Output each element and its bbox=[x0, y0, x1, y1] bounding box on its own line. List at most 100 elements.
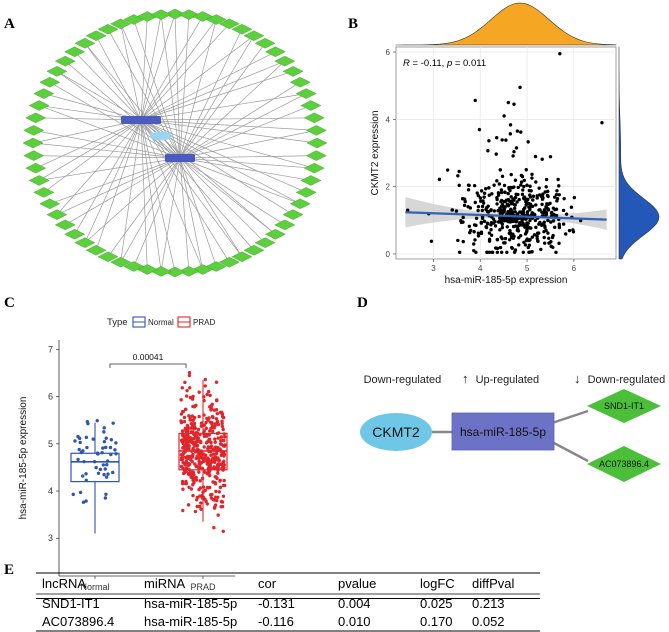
box-point bbox=[104, 436, 108, 440]
x-tick-label: 5 bbox=[525, 264, 530, 273]
box-point bbox=[198, 449, 202, 454]
scatter-point bbox=[572, 195, 577, 200]
network-outer-node bbox=[28, 100, 50, 111]
scatter-point bbox=[437, 177, 442, 182]
scatter-point bbox=[522, 178, 527, 183]
x-tick-label: 3 bbox=[431, 264, 436, 273]
scatter-point bbox=[525, 183, 529, 187]
annotation-p-label: p bbox=[446, 58, 452, 69]
box-point bbox=[207, 471, 211, 476]
box-point bbox=[205, 392, 209, 397]
network-outer-node bbox=[22, 137, 44, 149]
box-point bbox=[191, 473, 195, 477]
scatter-point bbox=[474, 250, 478, 254]
scatter-point bbox=[524, 238, 529, 243]
scatter-point bbox=[499, 219, 504, 224]
scatter-point bbox=[534, 225, 538, 230]
box-point bbox=[221, 438, 226, 442]
scatter-point bbox=[546, 189, 550, 194]
scatter-point bbox=[547, 236, 551, 240]
network-outer-node bbox=[274, 219, 296, 231]
scatter-point bbox=[524, 203, 528, 207]
box-point bbox=[197, 456, 201, 460]
panel-label-c: C bbox=[4, 295, 15, 311]
box-point bbox=[206, 468, 211, 473]
scatter-point bbox=[521, 207, 526, 212]
scatter-point bbox=[473, 98, 477, 103]
scatter-point bbox=[512, 234, 516, 239]
box-point bbox=[194, 498, 199, 502]
scatter-point bbox=[540, 157, 544, 161]
box-point bbox=[187, 471, 191, 476]
down-arrow-icon: ↓ bbox=[574, 371, 581, 386]
scatter-point bbox=[497, 182, 502, 186]
scatter-point bbox=[509, 172, 513, 177]
scatter-point bbox=[498, 208, 503, 212]
scatter-point bbox=[528, 250, 532, 254]
box-point bbox=[181, 452, 185, 457]
box-point bbox=[208, 446, 212, 450]
box-point bbox=[179, 398, 183, 402]
box-point bbox=[191, 446, 195, 451]
network-edge bbox=[140, 119, 317, 131]
scatter-point bbox=[534, 180, 538, 184]
network-outer-node bbox=[97, 24, 119, 35]
box-point bbox=[194, 464, 198, 468]
box-point bbox=[202, 457, 207, 461]
box-point bbox=[216, 513, 220, 517]
network-edge bbox=[120, 119, 142, 263]
regulation-diagram: ↓ Down-regulated ↑ Up-regulated ↓ Down-r… bbox=[355, 371, 665, 482]
network-edge bbox=[140, 119, 204, 270]
scatter-point bbox=[569, 205, 574, 209]
box-point bbox=[181, 461, 185, 465]
scatter-point bbox=[523, 243, 528, 247]
network-outer-node bbox=[305, 150, 327, 161]
scatter-point bbox=[509, 195, 513, 199]
scatter-point bbox=[495, 237, 500, 242]
table-cell: 0.004 bbox=[338, 596, 371, 611]
scatter-point bbox=[512, 206, 517, 211]
network-edge bbox=[140, 117, 315, 121]
box-point bbox=[221, 529, 225, 533]
scatter-point bbox=[518, 233, 523, 238]
box-point bbox=[187, 440, 191, 444]
box-point bbox=[186, 443, 191, 448]
box-point bbox=[213, 503, 218, 507]
box-point bbox=[181, 508, 185, 513]
box-point bbox=[202, 434, 207, 439]
scatter-point bbox=[537, 186, 541, 190]
box-point bbox=[182, 419, 187, 424]
box-point bbox=[212, 525, 216, 530]
network-edge bbox=[179, 157, 315, 169]
network-edge bbox=[140, 60, 285, 121]
scatter-point bbox=[495, 250, 500, 254]
scatter-point bbox=[557, 184, 561, 188]
y-tick-label: 4 bbox=[48, 486, 53, 496]
box-point bbox=[214, 475, 218, 479]
box-point bbox=[111, 421, 115, 425]
x-tick-label: 4 bbox=[478, 264, 483, 273]
network-edge bbox=[179, 81, 301, 159]
scatter-point bbox=[504, 138, 508, 142]
box-point bbox=[209, 426, 213, 430]
box-point bbox=[202, 395, 206, 399]
scatter-point bbox=[502, 199, 507, 204]
network-edge bbox=[133, 19, 181, 159]
scatter-point bbox=[521, 210, 526, 215]
scatter-point bbox=[518, 85, 522, 90]
scatter-point bbox=[548, 155, 553, 159]
box-point bbox=[184, 445, 188, 450]
network-edge bbox=[32, 142, 181, 159]
box-point bbox=[104, 445, 108, 450]
box-point bbox=[210, 458, 214, 462]
network-outer-node bbox=[243, 30, 265, 41]
scatter-point bbox=[524, 217, 528, 221]
network-edge bbox=[56, 119, 142, 215]
box-point bbox=[198, 465, 202, 470]
network-outer-node bbox=[23, 125, 45, 136]
scatter-point bbox=[554, 250, 558, 254]
network-outer-node bbox=[46, 209, 68, 220]
table-cell: -0.116 bbox=[258, 614, 294, 629]
